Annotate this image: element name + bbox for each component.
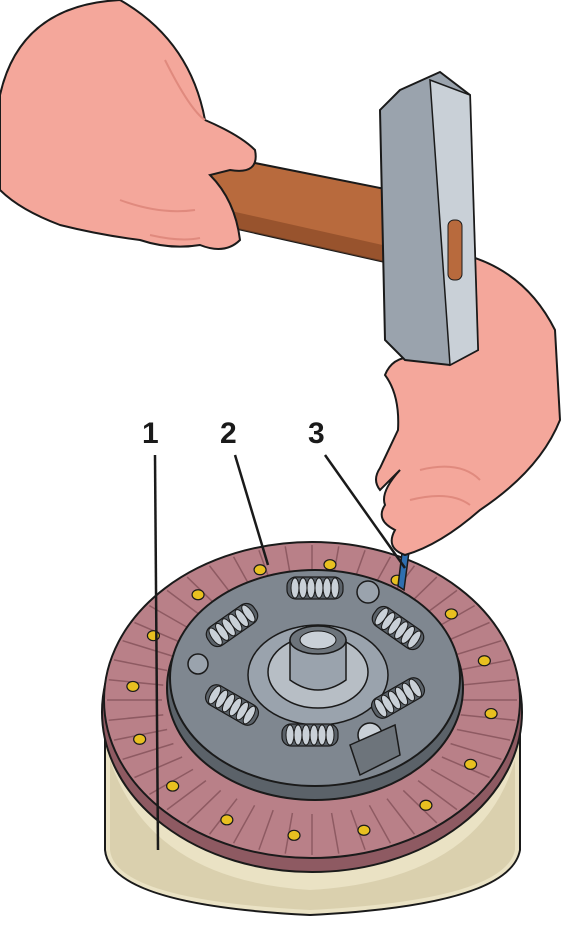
leader-line-2 (233, 454, 270, 566)
rivet (323, 559, 337, 571)
callout-1: 1 (142, 417, 159, 450)
friction-groove (368, 804, 392, 844)
friction-groove (122, 742, 174, 761)
damper-spring (371, 605, 425, 651)
friction-groove (330, 812, 340, 854)
friction-groove (122, 639, 174, 658)
damper-spring (205, 602, 259, 648)
callout-2: 2 (220, 417, 237, 450)
damper-spring (204, 684, 260, 726)
rivet (419, 799, 433, 811)
friction-groove (166, 780, 207, 811)
friction-groove (386, 798, 416, 835)
friction-groove (450, 742, 502, 761)
friction-groove (108, 714, 164, 721)
rivet (220, 814, 234, 826)
friction-groove (460, 679, 516, 686)
rivet (166, 780, 180, 792)
friction-groove (430, 768, 476, 796)
leader-lines (153, 454, 407, 851)
rivet (133, 733, 147, 745)
friction-groove (450, 639, 502, 658)
rivet (126, 680, 140, 693)
friction-groove (232, 804, 256, 844)
leader-line-3 (323, 454, 407, 569)
friction-groove (417, 780, 458, 811)
rivet (253, 564, 267, 576)
friction-groove (258, 809, 274, 850)
callout-3: 3 (308, 417, 325, 450)
damper-spring (370, 677, 426, 719)
studs (187, 580, 401, 777)
friction-groove (456, 728, 511, 741)
friction-groove (186, 789, 222, 824)
leader-line-1 (153, 454, 160, 851)
friction-groove (113, 659, 168, 672)
rivet (477, 655, 491, 667)
rivet (287, 829, 301, 841)
rivet (463, 758, 478, 770)
rivet (484, 707, 498, 720)
rivet (191, 589, 205, 601)
rivet (357, 824, 371, 836)
left-hand (0, 0, 257, 250)
damper-spring (281, 723, 339, 747)
right-hand (375, 248, 562, 557)
damper-springs (204, 576, 426, 747)
damper-spring (286, 576, 344, 600)
rivet (444, 608, 458, 620)
